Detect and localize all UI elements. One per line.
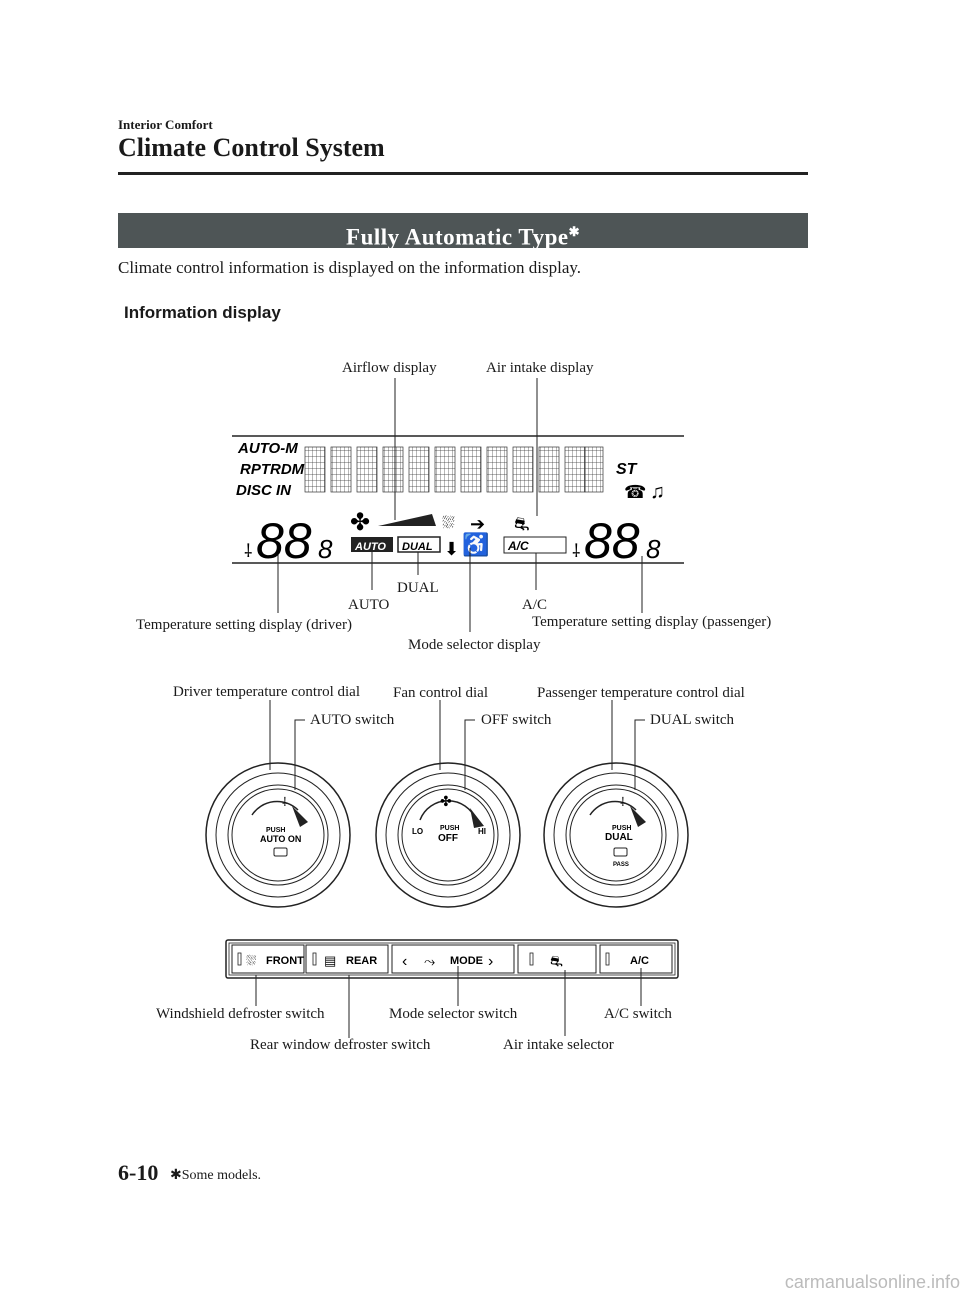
ac-callout: A/C — [522, 597, 548, 613]
windshield-defrost-icon: ⛆ — [246, 953, 257, 968]
passenger-dial-label: Passenger temperature control dial — [537, 685, 745, 701]
temp-passenger-label: Temperature setting display (passenger) — [532, 614, 772, 630]
passenger-temp-decimal: 8 — [646, 534, 661, 564]
off-label: OFF — [438, 833, 458, 844]
off-switch-leader — [464, 719, 475, 790]
dual-badge-text: DUAL — [402, 541, 433, 553]
air-intake-display-label: Air intake display — [486, 360, 594, 376]
mode-selector-button[interactable]: ‹ ⤳ MODE › — [391, 944, 515, 974]
face-arrow-icon: ➔ — [470, 514, 485, 534]
mode-label: MODE — [450, 955, 483, 967]
recirculate-car-icon: ⛐ — [550, 953, 563, 970]
auto-indicator — [273, 847, 288, 857]
section-label: Interior Comfort — [118, 117, 213, 132]
temp-driver-label: Temperature setting display (driver) — [136, 617, 352, 633]
passenger-temp-digits: 88 — [584, 513, 640, 569]
ac-button[interactable]: A/C — [599, 944, 673, 974]
banner-title: Fully Automatic Type — [346, 224, 569, 250]
air-intake-button[interactable]: ⛐ — [517, 944, 597, 974]
push-label: PUSH — [440, 825, 459, 832]
seated-airflow-icon: ⤳ — [424, 953, 435, 969]
thermometer-icon: ⸸ — [244, 541, 252, 561]
hi-label: HI — [478, 827, 486, 836]
seated-person-icon: ♿ — [462, 532, 489, 557]
rptrdm-label: RPTRDM — [240, 461, 305, 478]
auto-badge-text: AUTO — [354, 541, 386, 553]
auto-switch-leader — [294, 719, 305, 790]
subheading: Information display — [124, 303, 281, 322]
driver-temperature-dial[interactable]: ⸸ PUSH AUTO ON — [205, 762, 351, 908]
thermometer-icon: ⸸ — [620, 795, 626, 809]
rear-defrost-icon: ▤ — [324, 953, 336, 968]
driver-temp-decimal: 8 — [318, 534, 333, 564]
recirculate-car-icon: ⛐ — [514, 514, 530, 534]
push-label: PUSH — [266, 827, 285, 834]
banner-star: ✱ — [568, 224, 580, 239]
rear-label: REAR — [346, 955, 377, 967]
rear-window-defroster-label: Rear window defroster switch — [250, 1037, 431, 1053]
defrost-icon: ⛆ — [442, 515, 455, 532]
footnote: ✱Some models. — [170, 1168, 262, 1183]
front-defroster-button[interactable]: ⛆ FRONT — [231, 944, 305, 974]
lo-label: LO — [412, 827, 423, 836]
ac-label: A/C — [630, 955, 649, 967]
fan-speed-bar — [378, 514, 436, 526]
auto-switch-label: AUTO switch — [310, 712, 395, 728]
mode-selector-display-label: Mode selector display — [408, 637, 541, 653]
driver-temp-digits: 88 — [256, 513, 312, 569]
push-label: PUSH — [612, 825, 631, 832]
front-label: FRONT — [266, 955, 304, 967]
ac-switch-label: A/C switch — [604, 1006, 672, 1022]
thermometer-icon-passenger: ⸸ — [572, 541, 580, 561]
music-note-icon: ♫ — [650, 481, 665, 503]
page-title: Climate Control System — [118, 133, 385, 162]
watermark: carmanualsonline.info — [784, 1272, 960, 1292]
fan-dial-label: Fan control dial — [393, 685, 488, 701]
intro-text: Climate control information is displayed… — [118, 258, 582, 277]
dual-label: DUAL — [605, 832, 633, 843]
thermometer-icon: ⸸ — [282, 795, 288, 809]
mode-selector-switch-label: Mode selector switch — [389, 1006, 518, 1022]
passenger-temperature-dial[interactable]: ⸸ PUSH DUAL PASS — [543, 762, 689, 908]
auto-m-label: AUTO-M — [237, 440, 298, 457]
down-arrow-icon: ⬇ — [444, 539, 459, 559]
dual-switch-label: DUAL switch — [650, 712, 735, 728]
ac-badge-text: A/C — [507, 539, 529, 553]
driver-dial-label: Driver temperature control dial — [173, 684, 361, 700]
airflow-display-label: Airflow display — [342, 360, 437, 376]
auto-badge — [351, 537, 393, 552]
st-label: ST — [616, 461, 638, 478]
off-switch-label: OFF switch — [481, 712, 552, 728]
section-banner: Fully Automatic Type✱ — [118, 213, 808, 250]
ac-badge — [503, 536, 567, 554]
auto-on-label: AUTO ON — [260, 834, 301, 844]
right-chevron-icon: › — [488, 953, 493, 970]
fan-icon: ✤ — [440, 793, 452, 809]
dot-matrix-display — [304, 446, 604, 493]
phone-icon: ☎ — [624, 482, 646, 502]
rear-defroster-button[interactable]: ▤ REAR — [305, 944, 389, 974]
air-intake-selector-label: Air intake selector — [503, 1037, 614, 1053]
pass-label: PASS — [613, 862, 629, 868]
dual-indicator — [613, 847, 628, 857]
fan-control-dial[interactable]: ✤ LO HI PUSH OFF — [375, 762, 521, 908]
auto-callout: AUTO — [348, 597, 390, 613]
page-number: 6-10 — [118, 1160, 159, 1185]
dual-badge — [397, 536, 441, 553]
dual-switch-leader — [634, 719, 645, 790]
disc-in-label: DISC IN — [236, 482, 292, 499]
dual-callout: DUAL — [397, 580, 439, 596]
title-rule — [118, 172, 808, 175]
windshield-defroster-label: Windshield defroster switch — [156, 1006, 325, 1022]
left-chevron-icon: ‹ — [402, 953, 407, 970]
fan-icon: ✤ — [350, 509, 370, 536]
